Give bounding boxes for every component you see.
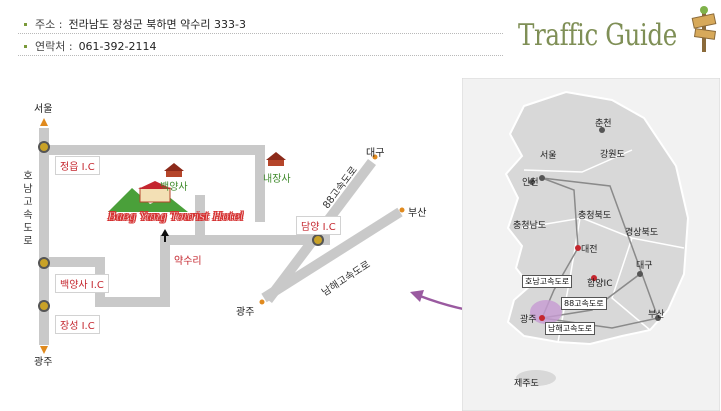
arrow-down-icon bbox=[40, 346, 48, 354]
temple-icon bbox=[164, 163, 184, 177]
road-namhae-expressway bbox=[261, 207, 403, 303]
temple-icon bbox=[266, 152, 286, 166]
direction-dot bbox=[372, 154, 378, 160]
label-gangwon: 강원도 bbox=[600, 150, 625, 160]
label-naejangsa: 내장사 bbox=[263, 174, 291, 185]
label-hotel: Baeg Yang Tourist Hotel bbox=[108, 210, 244, 223]
address-value: 전라남도 장성군 북하면 약수리 333-3 bbox=[68, 18, 246, 31]
jeju-island bbox=[516, 370, 556, 386]
label-gwangju: 광주 bbox=[34, 357, 53, 368]
label-chungnam: 충청남도 bbox=[513, 221, 547, 231]
label-namhae-exp: 남해고속도로 bbox=[545, 322, 596, 335]
route-gyeongbu bbox=[541, 177, 659, 319]
ic-marker bbox=[38, 300, 50, 312]
arrow-up-icon bbox=[40, 118, 48, 126]
label-gyeongbuk: 경상북도 bbox=[625, 228, 659, 238]
label-kdaegu: 대구 bbox=[636, 261, 653, 271]
label-honam-expressway: 호남고속도로 bbox=[23, 171, 33, 247]
direction-dot bbox=[259, 299, 265, 305]
phone-value: 061-392-2114 bbox=[78, 39, 157, 53]
ic-marker bbox=[38, 257, 50, 269]
label-kseoul: 서울 bbox=[540, 151, 557, 161]
route-namhae bbox=[541, 317, 659, 329]
label-chungbuk: 충청북도 bbox=[578, 211, 612, 221]
direction-dot bbox=[399, 207, 405, 213]
arrow-up-icon bbox=[161, 229, 169, 236]
label-yaksuri: 약수리 bbox=[174, 256, 202, 267]
address-row: 주소 : 전라남도 장성군 북하면 약수리 333-3 bbox=[24, 16, 246, 32]
label-chuncheon: 춘천 bbox=[595, 119, 612, 129]
label-jangseong-ic: 장성 I.C bbox=[55, 315, 100, 334]
label-kgwangju: 광주 bbox=[520, 315, 537, 325]
signpost-icon bbox=[691, 6, 717, 52]
road-north-loop bbox=[44, 145, 265, 222]
label-damyang-ic: 담양 I.C bbox=[296, 216, 341, 235]
divider bbox=[18, 33, 503, 34]
divider bbox=[18, 55, 503, 56]
address-label: 주소 : bbox=[35, 18, 63, 31]
label-kbusan: 부산 bbox=[648, 310, 665, 320]
label-hamyang-ic: 함양IC bbox=[587, 279, 613, 289]
label-jeju: 제주도 bbox=[514, 379, 539, 389]
label-daejeon: 대전 bbox=[581, 245, 598, 255]
ic-marker bbox=[38, 141, 50, 153]
ic-marker bbox=[312, 234, 324, 246]
hotel-icon bbox=[108, 181, 188, 212]
label-baegyangsa-ic: 백양사 I.C bbox=[55, 274, 109, 293]
label-seoul: 서울 bbox=[34, 104, 53, 115]
label-gwangju-right: 광주 bbox=[236, 307, 255, 318]
phone-label: 연락처 : bbox=[35, 40, 73, 53]
label-baegyangsa: 백양사 bbox=[160, 182, 188, 193]
label-honam-exp: 호남고속도로 bbox=[522, 275, 573, 288]
label-busan: 부산 bbox=[408, 208, 427, 219]
label-88-exp: 88고속도로 bbox=[561, 297, 607, 310]
label-incheon: 인천 bbox=[522, 178, 539, 188]
road-to-damyang bbox=[44, 235, 330, 307]
bullet bbox=[24, 22, 27, 26]
label-jeongeup-ic: 정읍 I.C bbox=[55, 156, 100, 175]
arrow-head-icon bbox=[410, 290, 424, 302]
bullet bbox=[24, 44, 27, 48]
page-title: Traffic Guide bbox=[518, 18, 677, 53]
phone-row: 연락처 : 061-392-2114 bbox=[24, 38, 157, 54]
label-daegu: 대구 bbox=[366, 148, 385, 159]
highlight-area bbox=[530, 300, 562, 324]
